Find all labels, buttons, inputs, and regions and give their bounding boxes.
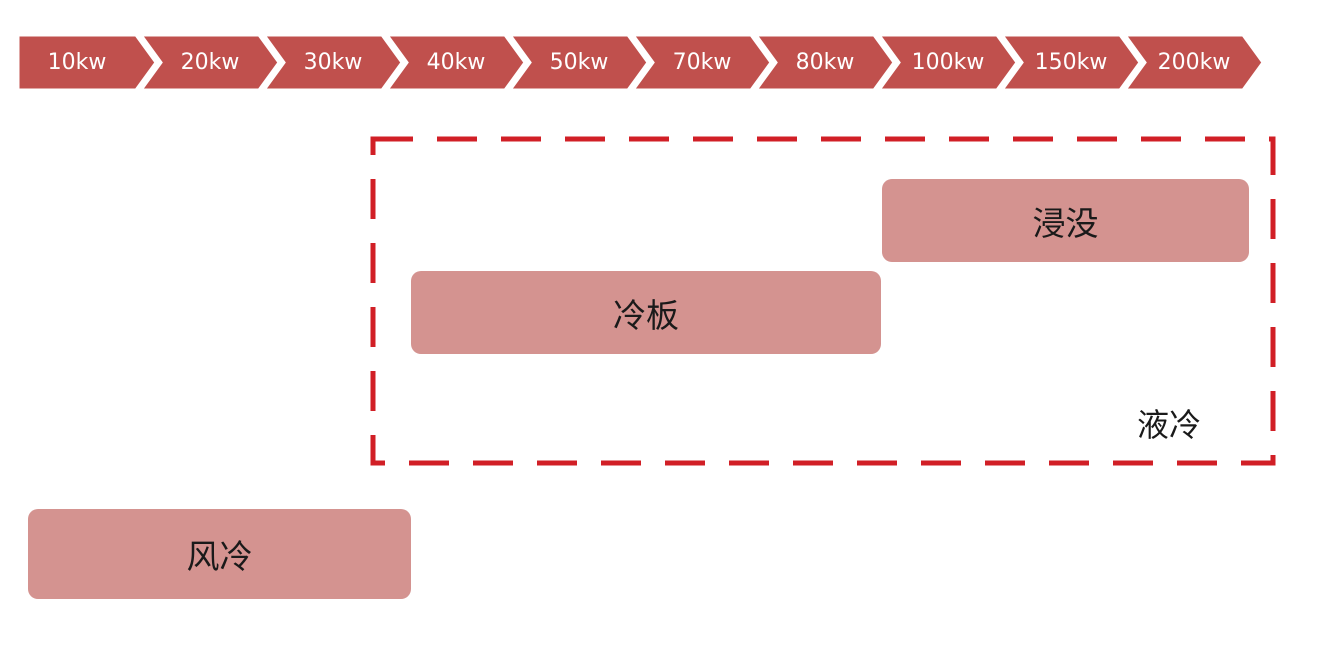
scale-step-label: 40kw: [426, 50, 486, 75]
scale-step-label: 200kw: [1157, 50, 1231, 75]
scale-step-20kw: 20kw: [141, 35, 279, 90]
scale-step-30kw: 30kw: [264, 35, 402, 90]
scale-step-100kw: 100kw: [879, 35, 1017, 90]
scale-step-50kw: 50kw: [510, 35, 648, 90]
power-scale-bar: 10kw 20kw 30kw 40kw 50kw 70kw 80kw 100kw 150kw 20…: [18, 35, 1270, 90]
chevron-shape: [141, 35, 279, 90]
scale-step-10kw: 10kw: [18, 35, 156, 90]
chevron-shape: [510, 35, 648, 90]
chevron-shape: [387, 35, 525, 90]
scale-step-label: 100kw: [911, 50, 985, 75]
scale-step-label: 30kw: [303, 50, 363, 75]
cold-plate-cooling-label: 冷板: [613, 295, 679, 335]
air-cooling-label: 风冷: [186, 537, 253, 576]
scale-step-label: 150kw: [1034, 50, 1108, 75]
scale-step-70kw: 70kw: [633, 35, 771, 90]
chevron-shape: [1002, 35, 1140, 90]
scale-step-label: 20kw: [180, 50, 240, 75]
scale-step-200kw: 200kw: [1125, 35, 1263, 90]
chevron-shape: [18, 35, 156, 90]
chevron-shape: [633, 35, 771, 90]
scale-step-40kw: 40kw: [387, 35, 525, 90]
air-cooling-bar: 风冷: [28, 509, 411, 599]
scale-step-label: 80kw: [795, 50, 855, 75]
scale-step-label: 10kw: [47, 50, 107, 75]
cold-plate-cooling-bar: 冷板: [411, 271, 881, 354]
chevron-shape: [879, 35, 1017, 90]
chevron-shape: [264, 35, 402, 90]
scale-step-80kw: 80kw: [756, 35, 894, 90]
immersion-cooling-bar: 浸没: [882, 179, 1249, 262]
liquid-cooling-label: 液冷: [1137, 406, 1202, 444]
scale-step-label: 50kw: [549, 50, 609, 75]
scale-step-label: 70kw: [672, 50, 732, 75]
immersion-cooling-label: 浸没: [1032, 203, 1099, 243]
chevron-shape: [1125, 35, 1263, 90]
chevron-shape: [756, 35, 894, 90]
scale-step-150kw: 150kw: [1002, 35, 1140, 90]
liquid-cooling-dashed-border: [370, 136, 1276, 466]
liquid-cooling-group: [370, 136, 1276, 466]
